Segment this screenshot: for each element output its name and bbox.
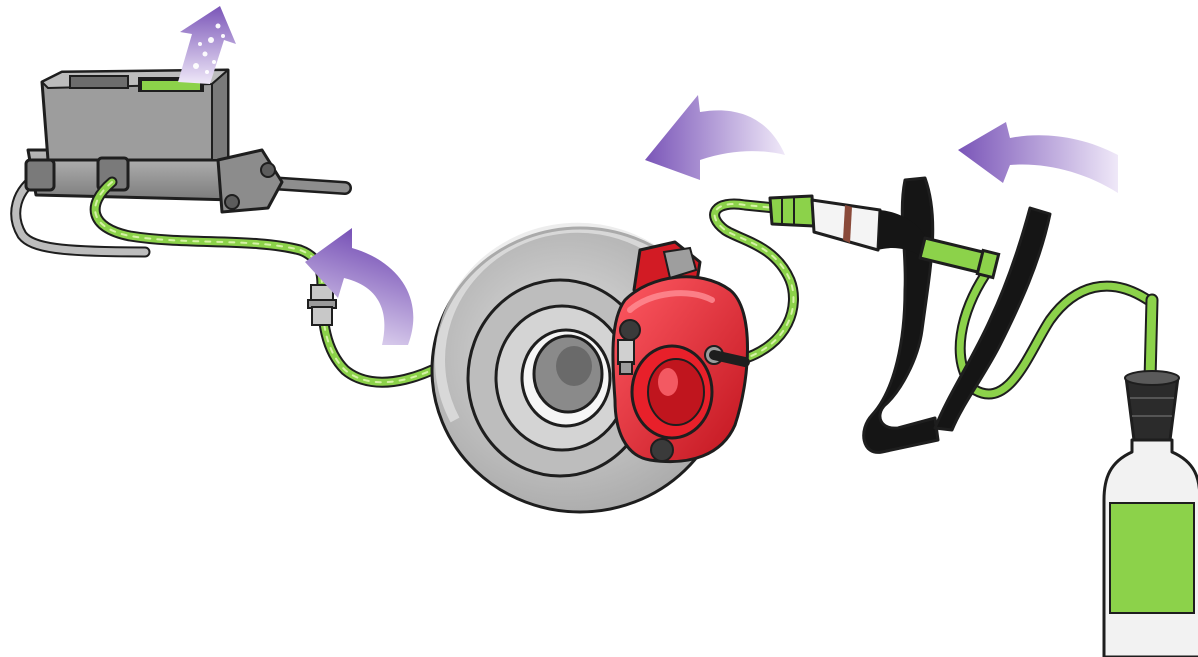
master-cylinder-icon: [16, 70, 345, 252]
flow-arrow-icon: [645, 95, 785, 180]
brake-fluid-bottle-icon: [1104, 371, 1198, 657]
vacuum-bleeder-pump-icon: [770, 178, 1050, 452]
flow-arrow-icon: [958, 122, 1118, 193]
bottle-fluid-label: [1110, 503, 1194, 613]
